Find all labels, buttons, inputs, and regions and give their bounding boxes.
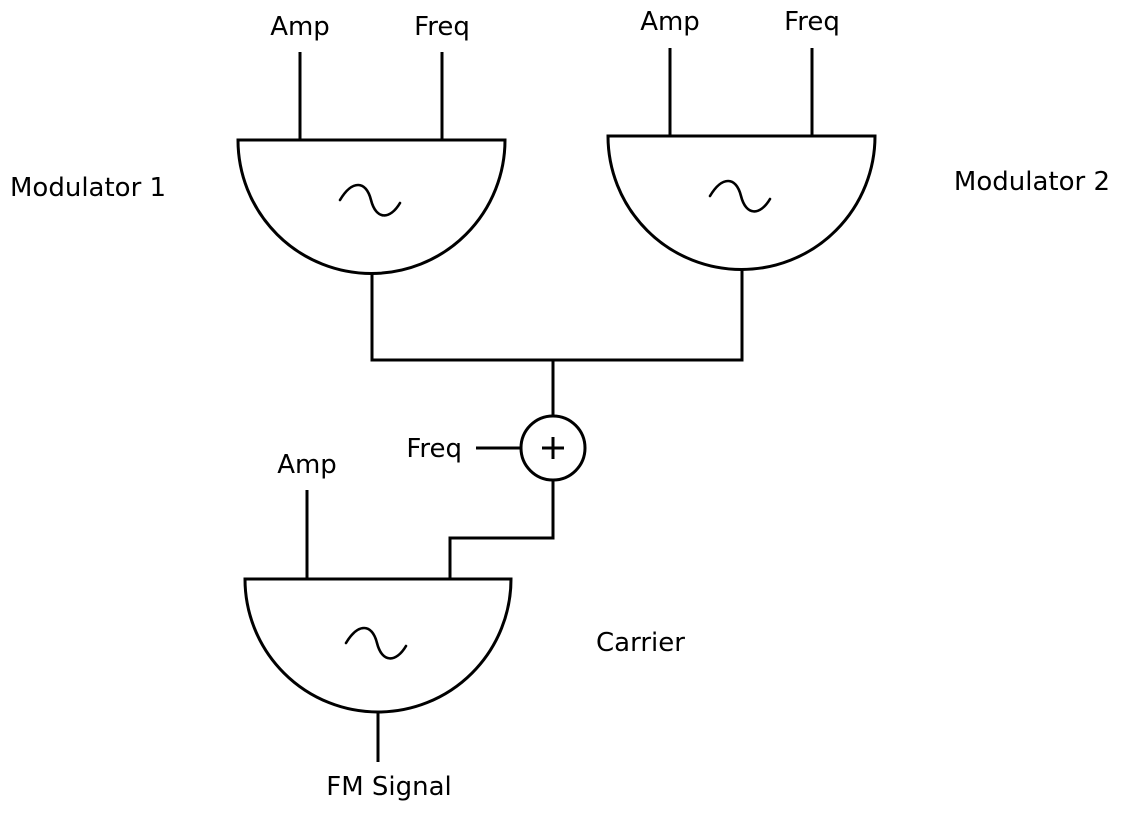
modulator-2-amp-label: Amp xyxy=(640,7,700,37)
modulator-2: Amp Freq Modulator 2 xyxy=(606,7,1110,271)
adder: Freq xyxy=(406,414,587,579)
modulator-1-title: Modulator 1 xyxy=(10,173,166,203)
modulator-1-amp-label: Amp xyxy=(270,12,330,42)
sine-wave-icon xyxy=(708,179,772,213)
modulator-2-oscillator-body xyxy=(606,134,877,271)
carrier-title: Carrier xyxy=(596,628,685,658)
carrier: Amp Carrier FM Signal xyxy=(243,450,685,802)
modulator-2-freq-label: Freq xyxy=(784,7,840,37)
modulator-1-output-wire xyxy=(370,273,553,362)
modulator-1: Amp Freq Modulator 1 xyxy=(10,12,507,275)
modulator-1-freq-label: Freq xyxy=(414,12,470,42)
carrier-amp-label: Amp xyxy=(277,450,337,480)
modulator-merge-wires xyxy=(370,270,744,416)
sine-wave-icon xyxy=(344,626,408,660)
modulator-2-title: Modulator 2 xyxy=(954,167,1110,197)
adder-freq-label: Freq xyxy=(406,434,462,464)
sine-wave-icon xyxy=(338,183,402,217)
adder-to-carrier-wire xyxy=(448,480,555,579)
fm-signal-label: FM Signal xyxy=(326,772,452,802)
modulator-1-oscillator-body xyxy=(236,138,507,275)
modulator-2-output-wire xyxy=(553,270,744,362)
